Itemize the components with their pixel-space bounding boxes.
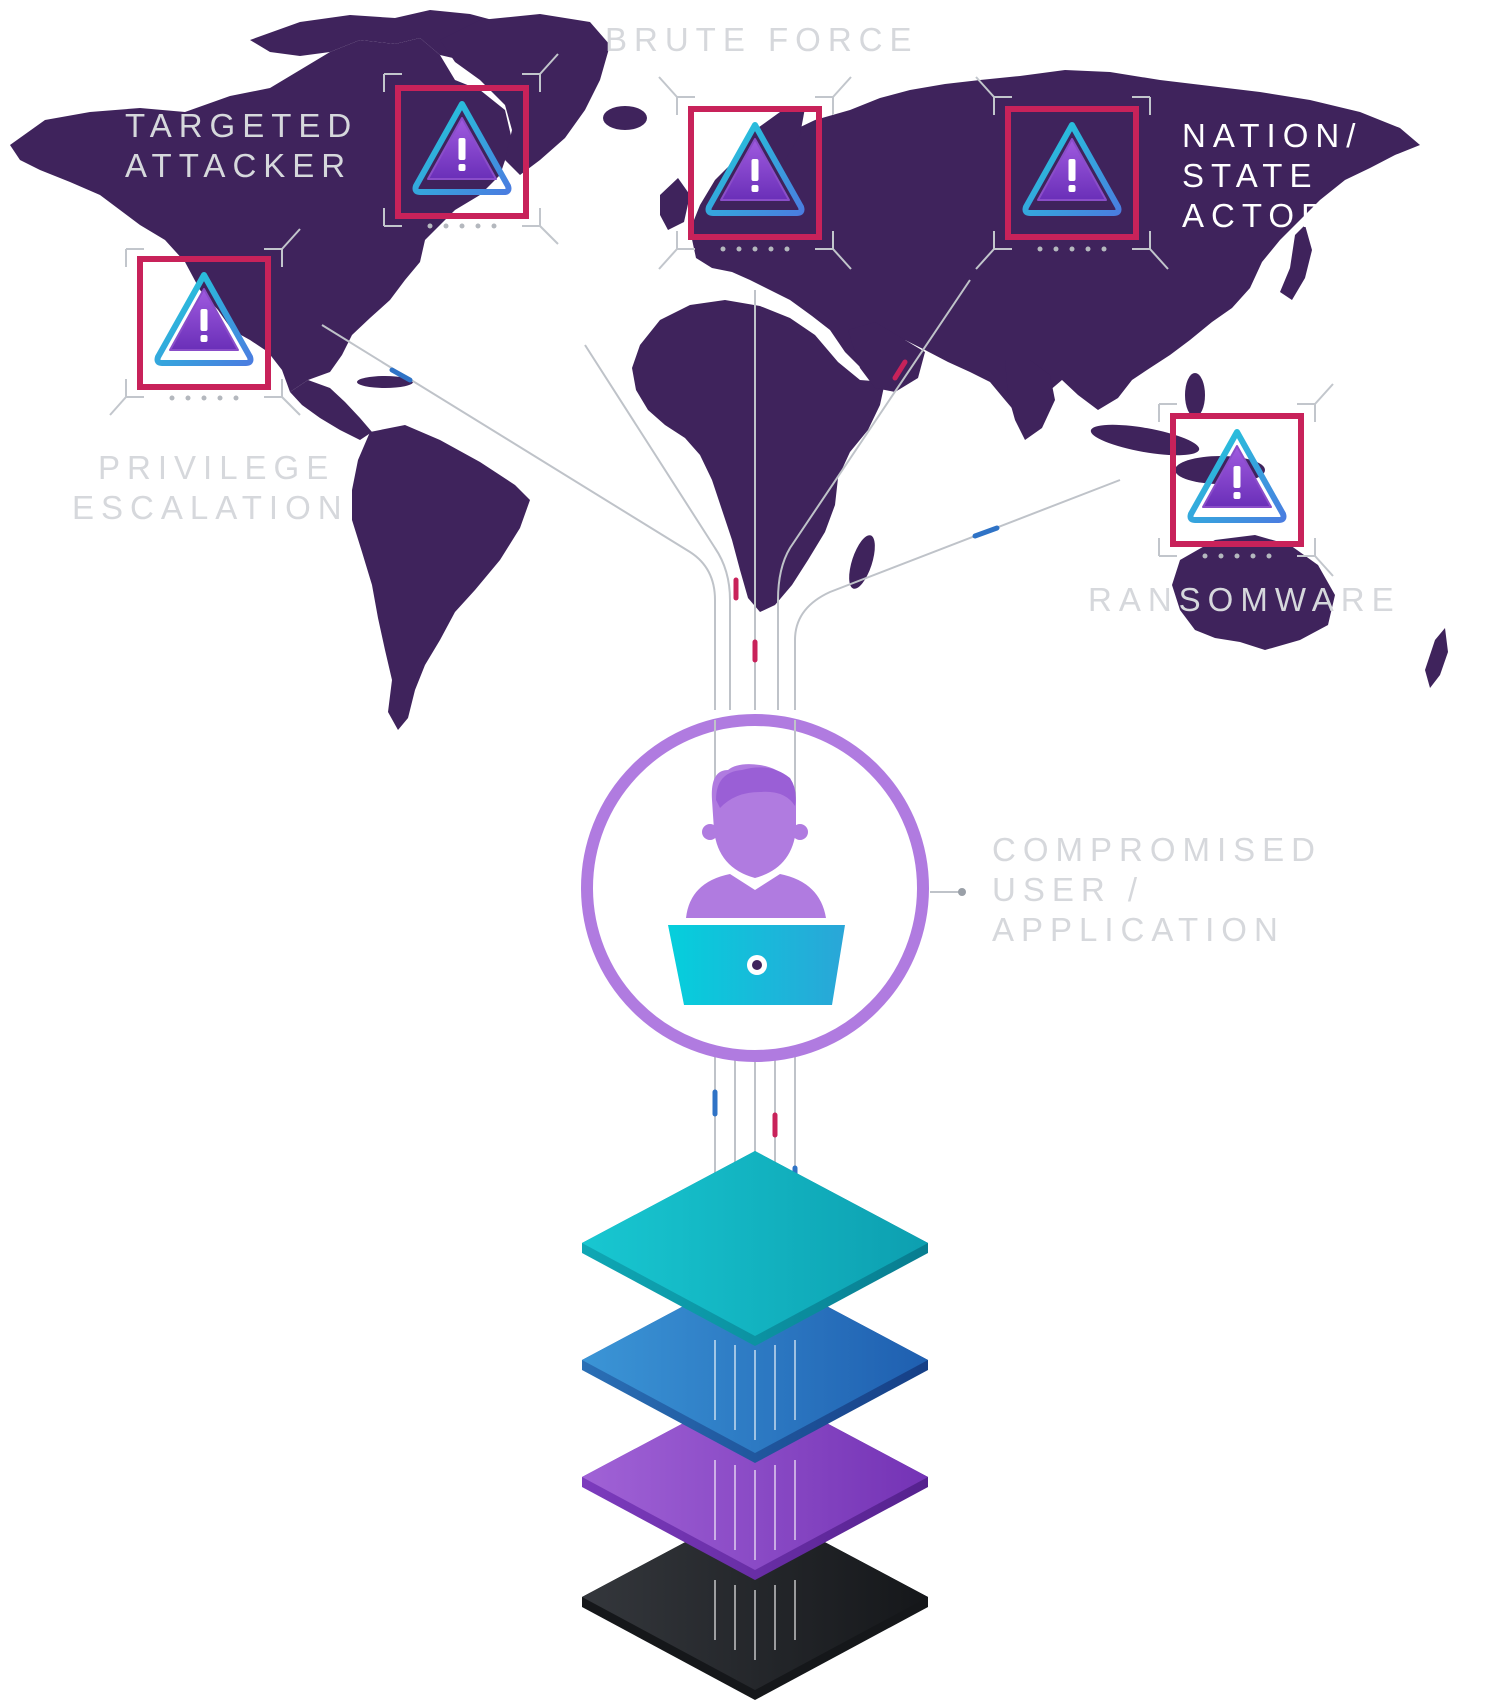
alert-frame	[1170, 413, 1304, 547]
indonesia-shape	[1090, 424, 1200, 456]
label-line: ATTACKER	[125, 147, 353, 184]
label-privilege-escalation: PRIVILEGE ESCALATION	[72, 448, 349, 528]
label-line: ACTOR	[1182, 197, 1332, 234]
alert-privilege-escalation[interactable]	[109, 228, 301, 416]
label-line: ESCALATION	[72, 489, 349, 526]
madagascar-shape	[849, 535, 875, 589]
philippines-shape	[1185, 373, 1205, 417]
target-label-dot	[958, 888, 966, 896]
label-line: TARGETED	[125, 107, 359, 144]
label-compromised-user: COMPROMISED USER / APPLICATION	[992, 830, 1322, 950]
label-line: BRUTE FORCE	[605, 21, 919, 58]
australia-shape	[1172, 535, 1335, 650]
africa-shape	[632, 300, 885, 612]
south-america-shape	[352, 425, 530, 730]
japan-shape	[1280, 225, 1312, 300]
alert-frame	[395, 85, 529, 219]
label-ransomware: RANSOMWARE	[1088, 580, 1401, 620]
alert-frame	[137, 256, 271, 390]
layer-stack	[582, 1151, 928, 1700]
india-shape	[1005, 360, 1055, 440]
north-america-shape	[10, 38, 512, 392]
alert-nation-state-actor[interactable]	[975, 76, 1169, 270]
label-targeted-attacker: TARGETED ATTACKER	[125, 106, 358, 186]
connector-privilege	[321, 324, 716, 710]
user-at-laptop-icon	[668, 764, 845, 1005]
compromised-user-node[interactable]	[581, 714, 929, 1062]
label-line: RANSOMWARE	[1088, 581, 1401, 618]
iceland-shape	[603, 106, 647, 130]
connector-ransomware	[794, 479, 1121, 710]
pulse-1	[389, 367, 413, 383]
central-america-shape	[290, 380, 372, 440]
connector-targeted	[584, 344, 731, 710]
alert-brute-force[interactable]	[658, 76, 852, 270]
layer-teal	[582, 1151, 928, 1346]
label-line: APPLICATION	[992, 911, 1285, 948]
pulse-5	[972, 525, 1000, 539]
label-nation-state-actor: NATION/ STATE ACTOR	[1182, 116, 1362, 236]
alert-targeted-attacker[interactable]	[383, 53, 559, 245]
label-line: COMPROMISED	[992, 831, 1323, 868]
pulse-4	[892, 359, 908, 381]
label-line: PRIVILEGE	[98, 449, 336, 486]
label-line: STATE	[1182, 157, 1319, 194]
user-ring	[581, 714, 929, 1062]
label-line: USER /	[992, 871, 1145, 908]
alert-frame	[688, 106, 822, 240]
caribbean-shape	[357, 376, 413, 388]
label-brute-force: BRUTE FORCE	[605, 20, 919, 60]
alert-frame	[1005, 106, 1139, 240]
new-zealand-shape	[1425, 628, 1448, 688]
uk-shape	[660, 178, 690, 230]
connector-nation	[777, 279, 971, 710]
label-line: NATION/	[1182, 117, 1363, 154]
stack-lines	[714, 1340, 796, 1660]
alert-ransomware[interactable]	[1158, 383, 1334, 577]
